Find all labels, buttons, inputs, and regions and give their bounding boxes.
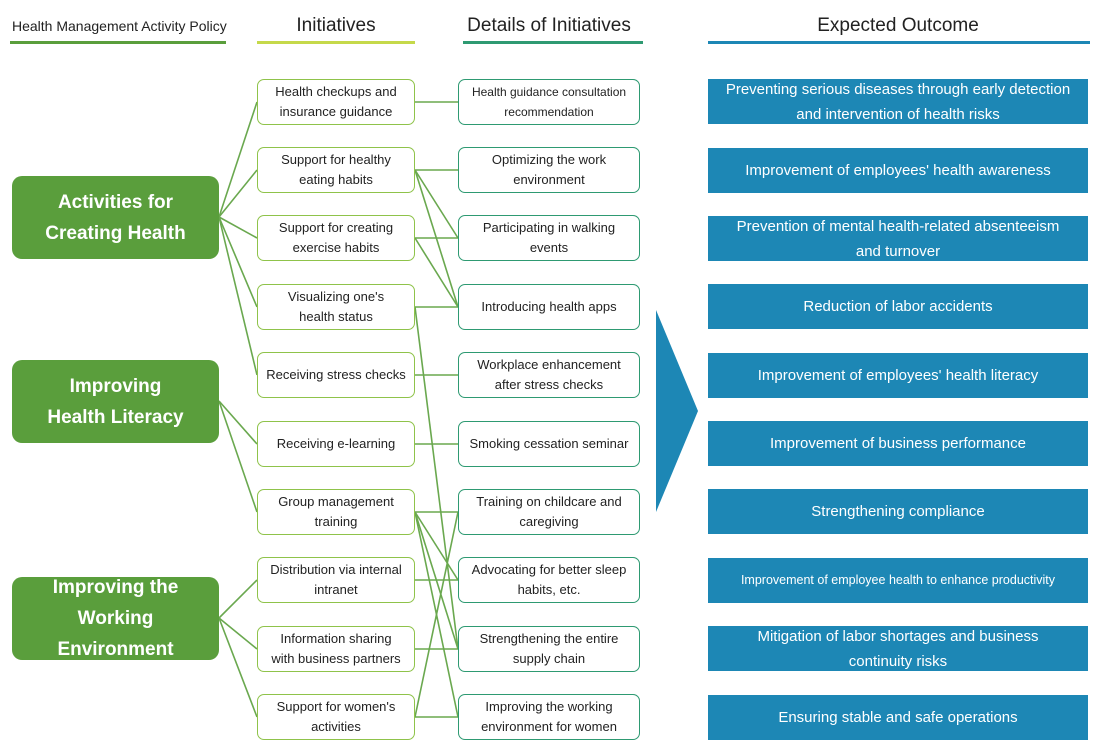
header-outcome: Expected Outcome	[817, 15, 979, 36]
initiative-partner-info-sharing: Information sharing with business partne…	[257, 626, 415, 672]
policy-link-line	[218, 101, 258, 218]
outcome-labor-shortage-mitigation: Mitigation of labor shortages and busine…	[708, 626, 1088, 671]
detail-work-environment: Optimizing the work environment	[458, 147, 640, 193]
policy-link-line	[218, 400, 258, 513]
outcome-preventing-serious-diseases: Preventing serious diseases through earl…	[708, 79, 1088, 124]
detail-smoking-cessation: Smoking cessation seminar	[458, 421, 640, 467]
initiative-e-learning: Receiving e-learning	[257, 421, 415, 467]
chevron-right-arrow-icon	[656, 310, 698, 512]
outcome-productivity: Improvement of employee health to enhanc…	[708, 558, 1088, 603]
header-details: Details of Initiatives	[467, 15, 631, 36]
initiative-visualizing-health: Visualizing one's health status	[257, 284, 415, 330]
initiative-intranet-distribution: Distribution via internal intranet	[257, 557, 415, 603]
outcome-labor-accidents: Reduction of labor accidents	[708, 284, 1088, 329]
outcome-mental-health-prevention: Prevention of mental health-related abse…	[708, 216, 1088, 261]
initiative-link-line	[414, 237, 459, 308]
initiative-link-line	[414, 511, 459, 718]
header-policy-underline	[10, 41, 226, 44]
initiative-healthy-eating: Support for healthy eating habits	[257, 147, 415, 193]
detail-workplace-enhancement: Workplace enhancement after stress check…	[458, 352, 640, 398]
header-initiatives: Initiatives	[296, 15, 376, 36]
policy-link-line	[218, 169, 258, 218]
outcome-stable-operations: Ensuring stable and safe operations	[708, 695, 1088, 740]
outcome-business-performance: Improvement of business performance	[708, 421, 1088, 466]
policy-creating-health: Activities for Creating Health	[12, 176, 219, 259]
initiative-link-line	[414, 306, 459, 650]
initiative-health-checkups: Health checkups and insurance guidance	[257, 79, 415, 125]
policy-health-literacy: Improving Health Literacy	[12, 360, 219, 443]
header-policy: Health Management Activity Policy	[12, 18, 227, 34]
initiative-link-line	[414, 169, 459, 239]
initiative-group-management-training: Group management training	[257, 489, 415, 535]
detail-women-environment: Improving the working environment for wo…	[458, 694, 640, 740]
detail-sleep-habits: Advocating for better sleep habits, etc.	[458, 557, 640, 603]
policy-link-line	[218, 579, 258, 619]
outcome-health-awareness: Improvement of employees' health awarene…	[708, 148, 1088, 193]
policy-link-line	[218, 617, 258, 718]
detail-health-guidance: Health guidance consultation recommendat…	[458, 79, 640, 125]
header-outcome-underline	[708, 41, 1090, 44]
policy-link-line	[218, 617, 258, 650]
initiative-womens-activities: Support for women's activities	[257, 694, 415, 740]
initiative-stress-checks: Receiving stress checks	[257, 352, 415, 398]
outcome-health-literacy: Improvement of employees' health literac…	[708, 353, 1088, 398]
policy-link-line	[218, 400, 258, 445]
policy-working-environment: Improving the Working Environment	[12, 577, 219, 660]
detail-childcare-training: Training on childcare and caregiving	[458, 489, 640, 535]
initiative-exercise-habits: Support for creating exercise habits	[257, 215, 415, 261]
policy-link-line	[218, 216, 258, 239]
initiative-link-line	[414, 511, 459, 581]
header-details-underline	[463, 41, 643, 44]
outcome-compliance: Strengthening compliance	[708, 489, 1088, 534]
policy-link-line	[218, 216, 258, 308]
detail-supply-chain: Strengthening the entire supply chain	[458, 626, 640, 672]
detail-walking-events: Participating in walking events	[458, 215, 640, 261]
policy-link-line	[218, 216, 258, 376]
detail-health-apps: Introducing health apps	[458, 284, 640, 330]
header-initiatives-underline	[257, 41, 415, 44]
